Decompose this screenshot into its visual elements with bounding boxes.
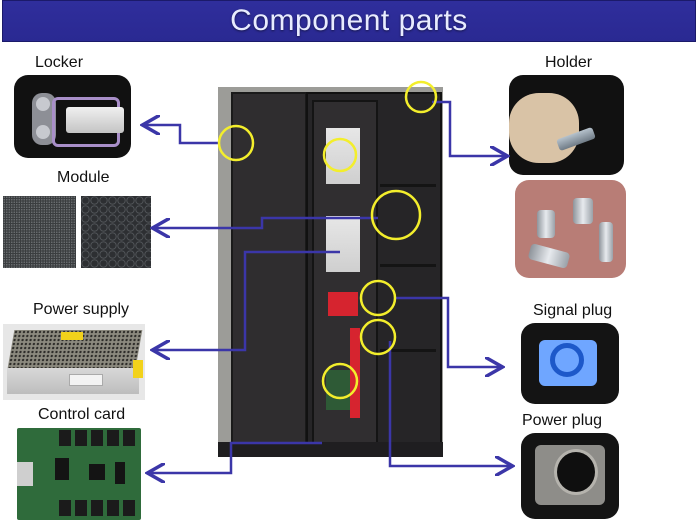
internal-power-supply bbox=[326, 128, 360, 184]
signal-plug-image bbox=[521, 323, 619, 404]
label-signal-plug: Signal plug bbox=[533, 302, 613, 319]
callout-signal-plug bbox=[396, 296, 500, 367]
cabinet-door bbox=[231, 92, 307, 451]
title-bar: Component parts bbox=[2, 0, 696, 42]
label-power-supply: Power supply bbox=[33, 301, 130, 318]
control-card-image bbox=[17, 428, 141, 520]
pin-header-icon bbox=[123, 430, 135, 446]
power-plug-image bbox=[521, 433, 619, 519]
label-locker: Locker bbox=[35, 54, 84, 71]
pin-header-icon bbox=[59, 500, 71, 516]
frame-rail bbox=[380, 264, 436, 267]
holder-screws-image bbox=[515, 180, 626, 278]
highlight-circle-power-plug bbox=[359, 318, 397, 356]
screw-icon bbox=[599, 222, 613, 262]
highlight-circle-power-supply bbox=[322, 137, 358, 173]
pin-header-icon bbox=[91, 430, 103, 446]
hand-icon bbox=[509, 93, 579, 163]
chip-icon bbox=[115, 462, 125, 484]
screw-icon bbox=[537, 210, 555, 238]
label-holder: Holder bbox=[545, 54, 593, 71]
internal-power-supply bbox=[326, 216, 360, 272]
cable-bundle bbox=[328, 292, 358, 316]
cabinet-inner-bay bbox=[312, 100, 378, 448]
highlight-circle-control-card bbox=[321, 362, 359, 400]
signal-plug-socket-icon bbox=[550, 343, 584, 377]
locker-screw-icon bbox=[36, 97, 50, 111]
highlight-circle-holder bbox=[404, 80, 438, 114]
power-supply-image bbox=[3, 324, 145, 400]
internal-control-card bbox=[326, 370, 350, 410]
locker-clip-icon bbox=[66, 107, 124, 133]
cabinet-frame bbox=[306, 92, 442, 456]
pin-header-icon bbox=[75, 500, 87, 516]
label-module: Module bbox=[57, 169, 110, 186]
callout-module bbox=[155, 216, 378, 228]
cabinet-image bbox=[218, 87, 443, 457]
power-supply-sticker bbox=[61, 332, 83, 340]
pin-header-icon bbox=[123, 500, 135, 516]
frame-rail bbox=[380, 184, 436, 187]
cabinet-bottom-edge bbox=[218, 442, 443, 457]
holder-image bbox=[509, 75, 624, 175]
locker-image bbox=[14, 75, 131, 158]
chip-icon bbox=[55, 458, 69, 480]
power-supply-label-plate bbox=[69, 374, 103, 386]
highlight-circle-signal-plug bbox=[359, 279, 397, 317]
pin-header-icon bbox=[59, 430, 71, 446]
highlight-circle-module bbox=[370, 189, 422, 241]
chip-icon bbox=[89, 464, 105, 480]
pin-header-icon bbox=[107, 500, 119, 516]
label-power-plug: Power plug bbox=[522, 412, 603, 429]
highlight-circle-locker bbox=[217, 124, 255, 162]
callout-power-supply bbox=[155, 250, 340, 350]
page-title: Component parts bbox=[230, 4, 468, 37]
pin-header-icon bbox=[75, 430, 87, 446]
power-supply-terminal-cover bbox=[133, 360, 143, 378]
ethernet-port-icon bbox=[17, 462, 33, 486]
callout-control-card bbox=[150, 441, 322, 473]
label-control-card: Control card bbox=[38, 406, 126, 423]
callout-locker bbox=[145, 125, 220, 145]
locker-screw-icon bbox=[36, 125, 50, 139]
callout-holder bbox=[432, 100, 505, 156]
callout-power-plug bbox=[388, 341, 510, 466]
module-back-image bbox=[81, 196, 151, 268]
screw-icon bbox=[573, 198, 593, 224]
frame-rail bbox=[380, 349, 436, 352]
pin-header-icon bbox=[91, 500, 103, 516]
pin-header-icon bbox=[107, 430, 119, 446]
module-front-image bbox=[3, 196, 76, 268]
power-plug-socket-icon bbox=[554, 449, 598, 495]
